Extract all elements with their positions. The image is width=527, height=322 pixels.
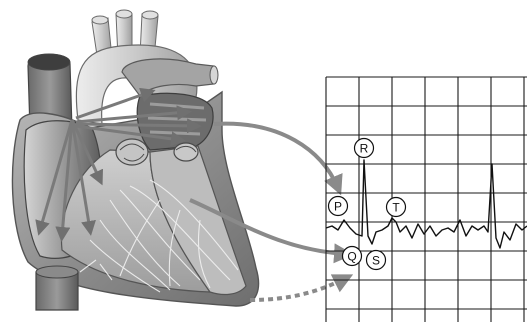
svg-text:P: P	[334, 200, 342, 214]
arrow-to-p-wave	[214, 124, 338, 188]
s-wave-label: S	[367, 251, 386, 270]
svg-text:S: S	[372, 254, 380, 268]
svg-text:T: T	[392, 201, 400, 215]
r-wave-label: R	[355, 139, 374, 158]
t-wave-label: T	[387, 198, 406, 217]
ecg-trace	[326, 160, 527, 248]
q-wave-label: Q	[343, 247, 362, 266]
arrow-to-t-wave	[250, 278, 346, 300]
svg-text:Q: Q	[347, 250, 356, 264]
tricuspid-valve	[116, 139, 148, 165]
heart-illustration	[12, 10, 258, 310]
ecg-grid	[326, 77, 527, 322]
p-wave-label: P	[329, 197, 348, 216]
mitral-valve	[174, 143, 198, 161]
left-atrium	[137, 93, 213, 150]
svg-text:R: R	[360, 142, 369, 156]
